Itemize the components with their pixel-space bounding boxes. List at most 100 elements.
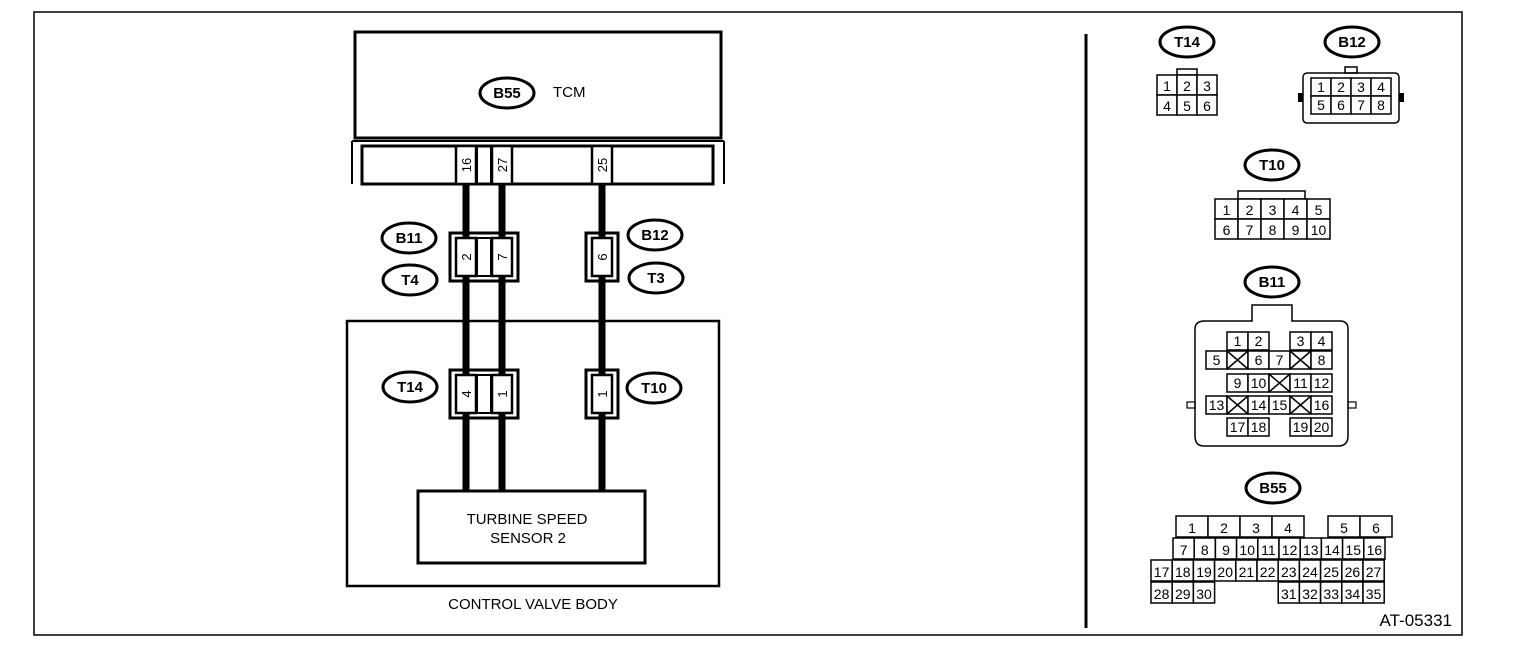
tcm-pin-16: 16 xyxy=(454,144,478,186)
svg-text:T14: T14 xyxy=(1174,34,1201,51)
t10-pin-cell-10: 10 xyxy=(1311,222,1327,238)
b12-pin-cell-8: 8 xyxy=(1377,97,1385,113)
t3-label: T3 xyxy=(647,270,665,287)
b55-pin-cell-7: 7 xyxy=(1180,542,1188,558)
svg-text:T10: T10 xyxy=(1259,157,1285,174)
t14-pin-cell-2: 2 xyxy=(1183,78,1191,94)
b55-pin-cell-12: 12 xyxy=(1282,542,1298,558)
valve-body-label: CONTROL VALVE BODY xyxy=(448,596,618,613)
joint-left-pin-2: 2 xyxy=(459,253,474,260)
t14-pin-cell-3: 3 xyxy=(1203,78,1211,94)
joint-connector-right: 6 xyxy=(584,231,620,283)
b55-pin-cell-28: 28 xyxy=(1154,586,1170,602)
joint-right-pin-6: 6 xyxy=(595,253,610,260)
t10-label: T10 xyxy=(641,380,667,397)
b11-pin-cell-7: 7 xyxy=(1276,352,1284,368)
b55-pin-cell-30: 30 xyxy=(1196,586,1212,602)
t10-pin-cell-2: 2 xyxy=(1246,202,1254,218)
t10-pin-cell-9: 9 xyxy=(1292,222,1300,238)
b11-pin-cell-13: 13 xyxy=(1209,397,1225,413)
b55-pin-cell-21: 21 xyxy=(1239,564,1255,580)
svg-text:25: 25 xyxy=(595,158,610,172)
outer-frame xyxy=(33,11,1463,636)
b11-pin-cell-1: 1 xyxy=(1234,333,1242,349)
svg-text:27: 27 xyxy=(495,158,510,172)
b11-pin-cell-11: 11 xyxy=(1293,375,1308,391)
sensor-label-line2: SENSOR 2 xyxy=(490,530,566,547)
b55-pin-cell-5: 5 xyxy=(1340,520,1348,536)
b12-pin-cell-5: 5 xyxy=(1317,97,1325,113)
b55-pin-cell-4: 4 xyxy=(1284,520,1292,536)
b55-pin-cell-26: 26 xyxy=(1345,564,1361,580)
b55-pin-cell-1: 1 xyxy=(1188,520,1196,536)
t14-pin-cell-6: 6 xyxy=(1203,98,1211,114)
b55-pin-cell-8: 8 xyxy=(1201,542,1209,558)
b11-pin-cell-4: 4 xyxy=(1318,333,1326,349)
b11-pin-cell-17: 17 xyxy=(1230,419,1246,435)
svg-text:B55: B55 xyxy=(1259,480,1287,497)
control-valve-body xyxy=(345,319,721,588)
b11-pin-cell-9: 9 xyxy=(1234,375,1242,391)
tcm-connector-strip xyxy=(360,144,715,186)
joint-connector-left: 2 7 xyxy=(448,231,520,283)
b12-pin-cell-1: 1 xyxy=(1317,79,1325,95)
b55-pin-cell-32: 32 xyxy=(1302,586,1318,602)
b11-pin-cell-19: 19 xyxy=(1293,419,1309,435)
b55-pin-cell-29: 29 xyxy=(1175,586,1191,602)
t3-badge xyxy=(627,261,685,295)
t4-label: T4 xyxy=(401,272,419,289)
b11-pin-cell-8: 8 xyxy=(1318,352,1326,368)
t10-badge xyxy=(625,371,683,405)
b55-pin-cell-3: 3 xyxy=(1252,520,1260,536)
b55-pin-cell-25: 25 xyxy=(1323,564,1339,580)
t10-pin-1: 1 xyxy=(595,390,610,397)
t14-pin-cell-5: 5 xyxy=(1183,98,1191,114)
t10-pin-cell-7: 7 xyxy=(1246,222,1254,238)
b55-pin-cell-17: 17 xyxy=(1154,564,1170,580)
t14-connector: 4 1 xyxy=(448,368,520,420)
b11-pin-cell-20: 20 xyxy=(1314,419,1330,435)
t14-pin-4: 4 xyxy=(459,390,474,397)
t10-pin-cell-6: 6 xyxy=(1223,222,1231,238)
b55-pin-cell-16: 16 xyxy=(1367,542,1383,558)
t10-pin-cell-3: 3 xyxy=(1269,202,1277,218)
b55-pin-cell-33: 33 xyxy=(1323,586,1339,602)
b11-pin-cell-2: 2 xyxy=(1255,333,1263,349)
t10-pin-cell-4: 4 xyxy=(1292,202,1300,218)
sensor-label-line1: TURBINE SPEED xyxy=(467,511,588,528)
t10-pin-cell-8: 8 xyxy=(1269,222,1277,238)
svg-text:16: 16 xyxy=(459,158,474,172)
b55-pin-cell-15: 15 xyxy=(1345,542,1361,558)
b11-pin-cell-10: 10 xyxy=(1251,375,1267,391)
t14-badge xyxy=(381,370,439,404)
figure-id: AT-05331 xyxy=(1380,611,1452,630)
tcm-pin-25: 25 xyxy=(590,144,614,186)
t14-label: T14 xyxy=(397,379,424,396)
tcm-unit: B55 TCM xyxy=(351,30,725,186)
b55-pin-cell-6: 6 xyxy=(1372,520,1380,536)
tcm-connector-badge xyxy=(478,76,536,110)
b12-pin-cell-3: 3 xyxy=(1357,79,1365,95)
b11-pin-cell-16: 16 xyxy=(1314,397,1330,413)
b55-pin-cell-22: 22 xyxy=(1260,564,1276,580)
b11-pin-cell-15: 15 xyxy=(1272,397,1288,413)
tcm-pin-27: 27 xyxy=(490,144,514,186)
b12-label: B12 xyxy=(641,227,669,244)
b12-pin-cell-6: 6 xyxy=(1337,97,1345,113)
t14-pin-1: 1 xyxy=(495,390,510,397)
b55-pin-cell-23: 23 xyxy=(1281,564,1297,580)
t4-badge xyxy=(381,263,439,297)
b55-pin-cell-19: 19 xyxy=(1196,564,1212,580)
b55-pin-cell-27: 27 xyxy=(1366,564,1382,580)
b12-badge xyxy=(626,218,684,252)
t14-pin-cell-1: 1 xyxy=(1163,78,1171,94)
b11-pin-cell-6: 6 xyxy=(1255,352,1263,368)
b55-pin-cell-2: 2 xyxy=(1220,520,1228,536)
b11-pin-cell-18: 18 xyxy=(1251,419,1267,435)
